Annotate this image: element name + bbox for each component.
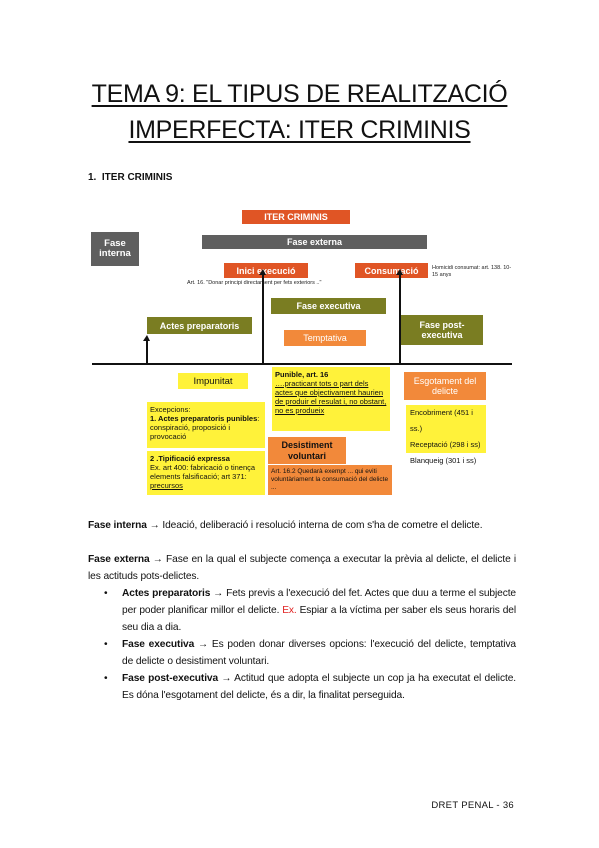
fase-executiva-box: Fase executiva [271, 298, 386, 314]
tipificacio-text: Ex. art 400: fabricació o tinença elemen… [150, 463, 256, 481]
esgotament-box: Esgotament del delicte [404, 372, 486, 400]
fase-interna-box: Fase interna [91, 232, 139, 266]
post-delicte-list: Encobriment (451 i ss.) Receptació (298 … [406, 405, 486, 465]
bullet-text: → Es poden donar diverses opcions: l'exe… [122, 639, 517, 667]
bullet-text: → Fets previs a l'execució del fet. Acte… [122, 588, 516, 616]
paragraph-fase-interna: Fase interna → Ideació, deliberació i re… [88, 517, 516, 534]
actes-preparatoris-box: Actes preparatoris [147, 317, 252, 334]
temptativa-box: Temptativa [284, 330, 366, 346]
excepcions-1-text: : conspiració, proposició i provocació [150, 414, 260, 441]
bullet-term: Fase post-executiva [122, 673, 219, 684]
tipificacio-title: 2 .Tipificació expressa [150, 454, 230, 463]
text-fase-interna: → Ideació, deliberació i resolució inter… [149, 520, 483, 531]
excepcions-1: 1. Actes preparatoris punibles [150, 414, 258, 423]
term-fase-interna: Fase interna [88, 520, 147, 531]
bullet-fase-post-executiva: Fase post-executiva → Actitud que adopta… [88, 670, 516, 704]
fase-post-executiva-box: Fase post-executiva [401, 315, 483, 345]
excepcions-title: Excepcions: [150, 405, 191, 414]
diagram-arrowheads [143, 269, 403, 341]
page-title-line-2: IMPERFECTA: ITER CRIMINIS [128, 116, 471, 144]
tipificacio-box: 2 .Tipificació expressa Ex. art 400: fab… [147, 451, 265, 495]
bullet-term: Fase executiva [122, 639, 195, 650]
page-title-line-1: TEMA 9: EL TIPUS DE REALITZACIÓ [91, 80, 508, 108]
precursos-link: precursos [150, 481, 183, 490]
arrow-actes [146, 341, 148, 364]
bullet-fase-executiva: Fase executiva → Es poden donar diverses… [88, 636, 516, 670]
homicidi-note: Homicidi consumat: art. 138. 10-15 anys [432, 265, 512, 278]
punible-text: ….practicant tots o part dels actes que … [275, 379, 387, 415]
blanqueig-item: Blanqueig (301 i ss) [410, 456, 477, 465]
section-number: 1. [88, 172, 97, 183]
desistiment-box: Desistiment voluntari [268, 437, 346, 464]
impunitat-box: Impunitat [178, 373, 248, 389]
paragraph-fase-externa: Fase externa → Fase en la qual el subjec… [88, 551, 516, 585]
arrow-consumacio [399, 275, 401, 363]
encobriment-item: Encobriment (451 i ss.) [410, 408, 473, 433]
bullet-list: Actes preparatoris → Fets previs a l'exe… [88, 585, 516, 704]
punible-box: Punible, art. 16 ….practicant tots o par… [272, 367, 390, 431]
bullet-text-after: Espiar a la víctima per saber els seus h… [122, 605, 516, 633]
bullet-text: → Actitud que adopta el subjecte un cop … [122, 673, 516, 701]
desistiment-text: Art. 16.2 Quedarà exempt ... qui eviti v… [268, 465, 392, 495]
ex-label: Ex. [282, 605, 297, 616]
consumacio-box: Consumació [355, 263, 428, 278]
section-label: ITER CRIMINIS [101, 172, 173, 183]
page-footer: DRET PENAL - 36 [431, 800, 514, 811]
punible-title: Punible, art. 16 [275, 370, 329, 379]
inici-execucio-box: Inici execució [224, 263, 308, 278]
bullet-term: Actes preparatoris [122, 588, 211, 599]
section-heading: 1. ITER CRIMINIS [88, 172, 172, 183]
excepcions-box: Excepcions: 1. Actes preparatoris punibl… [147, 402, 265, 448]
art16-note: Art. 16. "Donar principi directament per… [187, 280, 322, 286]
iter-criminis-banner: ITER CRIMINIS [242, 210, 350, 224]
arrow-inici [262, 275, 264, 363]
bullet-actes-preparatoris: Actes preparatoris → Fets previs a l'exe… [88, 585, 516, 636]
term-fase-externa: Fase externa [88, 554, 150, 565]
fase-externa-bar: Fase externa [202, 235, 427, 249]
iter-criminis-diagram: ITER CRIMINIS Fase interna Fase externa … [88, 205, 518, 495]
timeline-axis [92, 363, 512, 365]
receptacio-item: Receptació (298 i ss) [410, 440, 481, 449]
text-fase-externa: → Fase en la qual el subjecte comença a … [88, 554, 516, 582]
